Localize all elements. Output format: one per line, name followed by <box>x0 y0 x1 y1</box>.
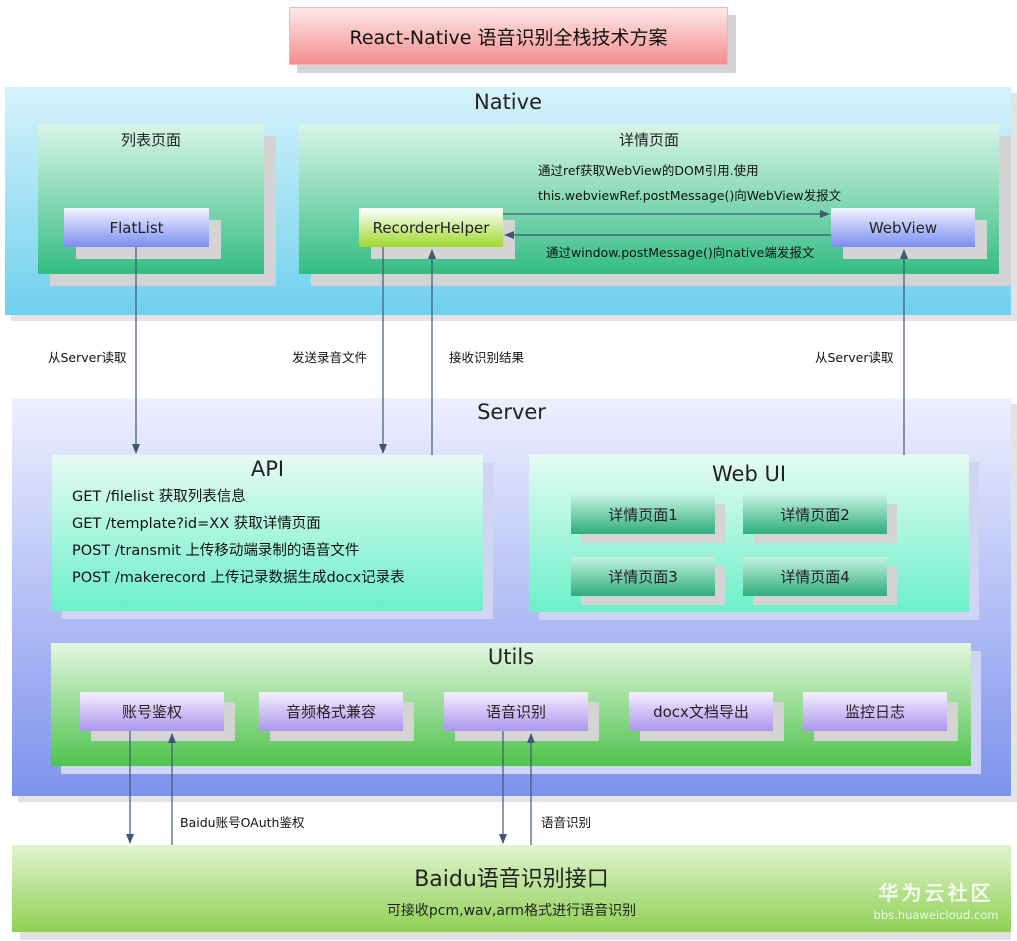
watermark-logo-text: 华为云社区 <box>878 880 994 905</box>
send-audio-label: 发送录音文件 <box>292 350 368 365</box>
list-page-title: 列表页面 <box>120 130 181 149</box>
api-endpoint-filelist: GET /filelist 获取列表信息 <box>72 489 246 505</box>
api-endpoint-makerecord: POST /makerecord 上传记录数据生成docx记录表 <box>72 570 405 586</box>
webview-ref-note-line1: 通过ref获取WebView的DOM引用.使用 <box>538 163 759 178</box>
diagram-title: React-Native 语音识别全栈技术方案 <box>289 7 728 65</box>
webview-ref-note-line2: this.webviewRef.postMessage()向WebView发报文 <box>538 188 842 203</box>
util-monitor-log-box: 监控日志 <box>803 692 947 731</box>
api-endpoint-template: GET /template?id=XX 获取详情页面 <box>72 516 321 532</box>
server-layer-title: Server <box>477 400 546 424</box>
native-layer-title: Native <box>474 90 542 114</box>
util-docx-export-box: docx文档导出 <box>629 692 773 731</box>
read-from-server-label-left: 从Server读取 <box>48 350 127 365</box>
recorder-helper-box: RecorderHelper <box>359 208 503 247</box>
utils-title: Utils <box>487 645 535 669</box>
detail-page-title: 详情页面 <box>618 130 679 149</box>
window-postmessage-note: 通过window.postMessage()向native端发报文 <box>546 245 815 260</box>
baidu-api-title: Baidu语音识别接口 <box>414 867 609 892</box>
webui-title: Web UI <box>711 462 787 486</box>
api-title: API <box>250 457 285 481</box>
detail-page-2-box: 详情页面2 <box>743 495 887 534</box>
util-account-auth-box: 账号鉴权 <box>80 692 224 731</box>
detail-page-3-box: 详情页面3 <box>571 557 715 596</box>
receive-result-label: 接收识别结果 <box>449 350 525 365</box>
api-panel <box>52 455 483 611</box>
flatlist-box: FlatList <box>64 208 209 247</box>
util-audio-format-box: 音频格式兼容 <box>259 692 403 731</box>
watermark-url: bbs.huaweicloud.com <box>873 908 999 922</box>
baidu-oauth-label: Baidu账号OAuth鉴权 <box>180 815 305 830</box>
baidu-api-box <box>12 845 1011 932</box>
util-speech-recognition-box: 语音识别 <box>444 692 588 731</box>
baidu-api-subtitle: 可接收pcm,wav,arm格式进行语音识别 <box>386 903 637 919</box>
webview-box: WebView <box>831 208 975 247</box>
speech-recognition-label: 语音识别 <box>541 815 592 830</box>
api-endpoint-transmit: POST /transmit 上传移动端录制的语音文件 <box>72 543 360 559</box>
detail-page-4-box: 详情页面4 <box>743 557 887 596</box>
read-from-server-label-right: 从Server读取 <box>815 350 894 365</box>
detail-page-1-box: 详情页面1 <box>571 495 715 534</box>
